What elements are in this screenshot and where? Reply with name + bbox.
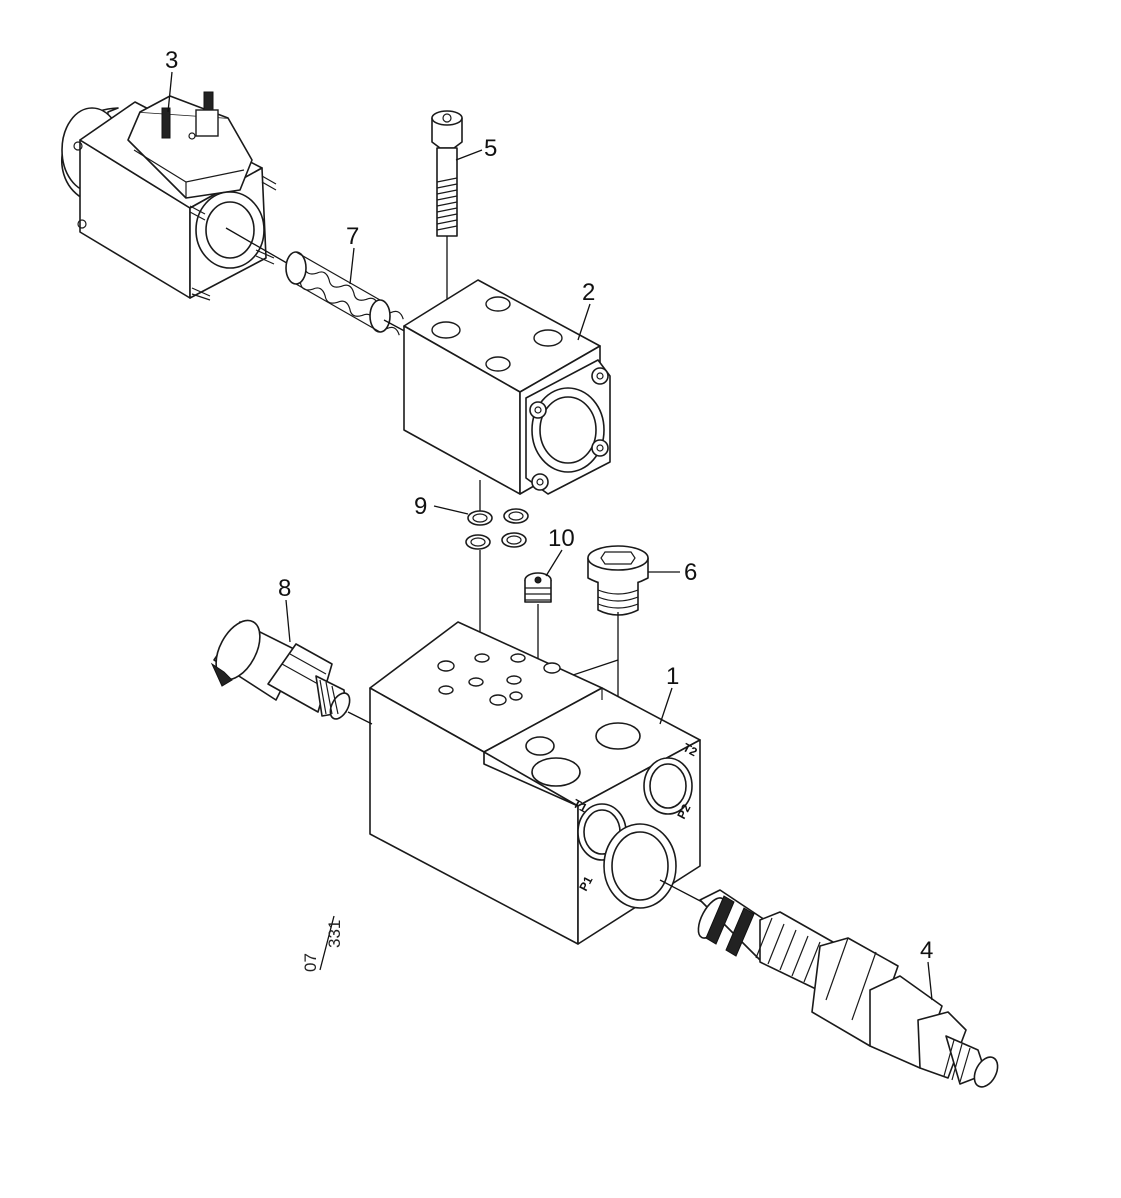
svg-text:8: 8 xyxy=(278,575,291,602)
drawing-ref-left: 07 xyxy=(301,953,320,972)
valve-body xyxy=(403,279,611,495)
callout-8: 8 xyxy=(278,575,291,643)
manifold-block: T2 T1 P2 P1 xyxy=(369,621,701,945)
pressure-switch xyxy=(210,619,351,720)
svg-text:10: 10 xyxy=(548,525,575,552)
callout-1: 1 xyxy=(659,663,679,725)
svg-text:2: 2 xyxy=(582,279,595,306)
port-label-b: T1 xyxy=(571,796,590,815)
callout-4: 4 xyxy=(920,937,933,1001)
svg-text:9: 9 xyxy=(414,493,427,520)
callout-5: 5 xyxy=(455,135,497,162)
callout-6: 6 xyxy=(648,559,697,586)
large-plug xyxy=(587,545,649,616)
port-label-d: P1 xyxy=(576,874,595,894)
svg-text:1: 1 xyxy=(666,663,679,690)
drawing-ref-right: 331 xyxy=(325,920,344,948)
cartridge-valve xyxy=(659,879,999,1088)
callout-3: 3 xyxy=(165,47,178,113)
spring xyxy=(285,251,404,336)
screw xyxy=(431,110,463,237)
solenoid-coil xyxy=(61,91,277,301)
svg-text:4: 4 xyxy=(920,937,933,964)
small-plug xyxy=(524,572,552,603)
drawing-reference: 07 331 xyxy=(301,915,344,972)
port-label-a: T2 xyxy=(681,740,700,759)
svg-text:6: 6 xyxy=(684,559,697,586)
callout-9: 9 xyxy=(414,493,469,520)
port-label-c: P2 xyxy=(674,802,693,822)
svg-text:7: 7 xyxy=(346,223,359,250)
svg-text:3: 3 xyxy=(165,47,178,74)
svg-text:5: 5 xyxy=(484,135,497,162)
callout-10: 10 xyxy=(545,525,575,577)
callout-7: 7 xyxy=(346,223,359,285)
o-rings xyxy=(465,508,529,550)
callout-2: 2 xyxy=(577,279,595,341)
